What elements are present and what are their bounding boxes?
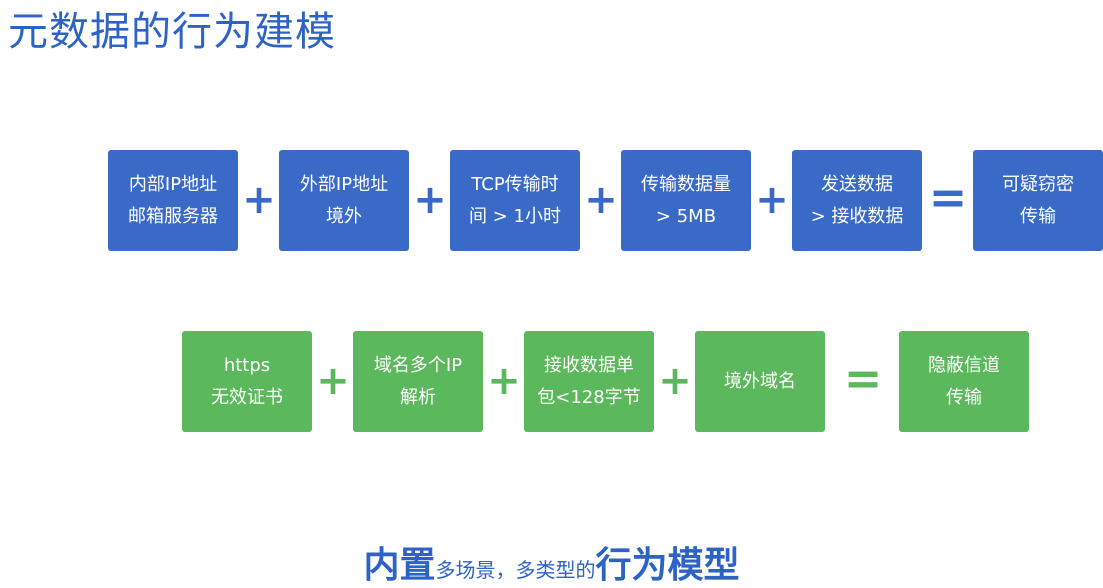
result-line: 传输 <box>946 386 982 408</box>
plus-operator: + <box>755 177 789 223</box>
condition-line: 外部IP地址 <box>299 173 389 195</box>
condition-box-external-ip: 外部IP地址 境外 <box>279 150 409 251</box>
page-title: 元数据的行为建模 <box>8 9 336 55</box>
condition-line: 包<128字节 <box>537 386 641 408</box>
result-line: 传输 <box>1020 205 1056 227</box>
condition-line: 域名多个IP <box>373 354 463 376</box>
condition-box-tcp-duration: TCP传输时 间 > 1小时 <box>450 150 580 251</box>
condition-line: 间 > 1小时 <box>469 205 561 227</box>
condition-line: 境外 <box>326 205 362 227</box>
tagline-middle: 多场景，多类型的 <box>435 558 596 582</box>
plus-operator: + <box>584 177 618 223</box>
plus-operator: + <box>487 358 521 404</box>
condition-line: 邮箱服务器 <box>128 205 218 227</box>
condition-line: https <box>223 354 271 376</box>
equals-operator: = <box>843 351 883 405</box>
condition-box-data-volume: 传输数据量 > 5MB <box>621 150 751 251</box>
condition-line: 接收数据单 <box>544 354 634 376</box>
condition-line: 解析 <box>400 386 436 408</box>
result-box-covert-channel: 隐蔽信道 传输 <box>899 331 1029 432</box>
condition-line: 内部IP地址 <box>128 173 218 195</box>
plus-operator: + <box>413 177 447 223</box>
tagline-builtin: 内置 <box>363 545 436 586</box>
condition-box-https-invalid-cert: https 无效证书 <box>182 331 312 432</box>
condition-box-multi-ip-domain: 域名多个IP 解析 <box>353 331 483 432</box>
condition-line: 境外域名 <box>724 370 796 392</box>
condition-box-small-packet: 接收数据单 包<128字节 <box>524 331 654 432</box>
condition-line: TCP传输时 <box>471 173 559 195</box>
condition-box-send-receive: 发送数据 > 接收数据 <box>792 150 922 251</box>
result-box-suspicious-exfiltration: 可疑窃密 传输 <box>973 150 1103 251</box>
condition-line: 无效证书 <box>211 386 283 408</box>
result-line: 隐蔽信道 <box>928 354 1000 376</box>
condition-line: 发送数据 <box>821 173 893 195</box>
plus-operator: + <box>242 177 276 223</box>
result-line: 可疑窃密 <box>1002 173 1074 195</box>
tagline-behavior-model: 行为模型 <box>595 545 740 586</box>
equals-operator: = <box>928 170 968 224</box>
condition-box-foreign-domain: 境外域名 <box>695 331 825 432</box>
condition-box-internal-ip: 内部IP地址 邮箱服务器 <box>108 150 238 251</box>
tagline: 内置多场景，多类型的行为模型 <box>0 536 1103 588</box>
condition-line: > 接收数据 <box>810 205 904 227</box>
plus-operator: + <box>316 358 350 404</box>
condition-line: 传输数据量 <box>641 173 731 195</box>
plus-operator: + <box>658 358 692 404</box>
condition-line: > 5MB <box>655 205 717 227</box>
